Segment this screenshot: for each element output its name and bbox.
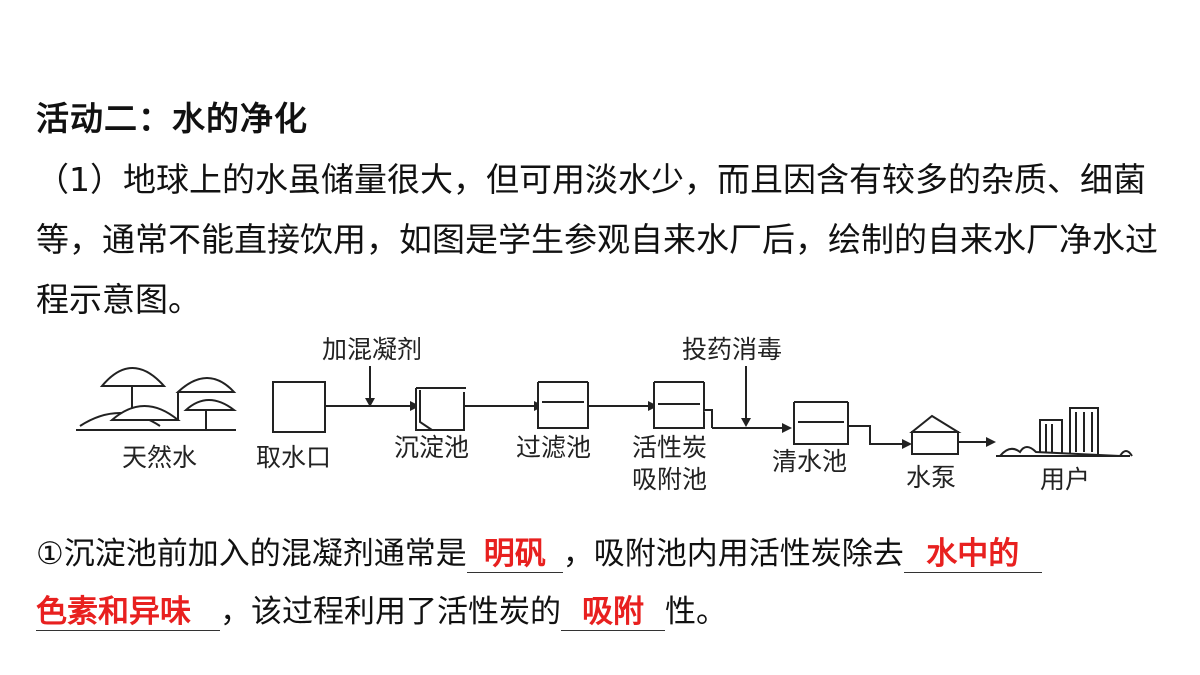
question-text-3: ，该过程利用了活性炭的 [220,594,561,630]
label-disinfect: 投药消毒 [682,335,782,364]
pump-icon [909,414,962,455]
answer-blank-3[interactable]: 吸附 [561,594,665,631]
user-buildings-icon [996,407,1133,458]
intake-box [272,381,326,433]
answer-2b: 色素和异味 [36,594,191,630]
answer-blank-2a[interactable]: 水中的 [903,536,1042,573]
label-clear-water: 清水池 [772,447,847,476]
natural-water-illustration [76,367,237,431]
label-adsorption-tank: 吸附池 [632,465,707,494]
answer-blank-2b[interactable]: 色素和异味 [36,594,220,631]
question-line-1: ①沉淀池前加入的混凝剂通常是明矾 ，吸附池内用活性炭除去水中的 [36,528,1176,573]
answer-blank-1[interactable]: 明矾 [466,536,563,573]
sedimentation-tank [415,387,466,431]
label-natural-water: 天然水 [122,443,197,472]
intro-paragraph: （1）地球上的水虽储量很大，但可用淡水少，而且因含有较多的杂质、细菌等，通常不能… [36,160,1158,319]
question-line-2: 色素和异味 ，该过程利用了活性炭的吸附性。 [36,586,1176,631]
clear-water-tank [793,401,849,445]
purification-diagram: 天然水 取水口 加混凝剂 沉淀池 过滤池 活性炭 吸附池 投药消毒 [76,335,1133,494]
label-filtration: 过滤池 [516,433,591,462]
question-text-2: ，吸附池内用活性炭除去 [562,536,904,572]
label-carbon: 活性炭 [632,433,707,462]
adsorption-tank [653,381,713,429]
answer-2a: 水中的 [926,536,1020,572]
activity-title: 活动二：水的净化 [36,99,308,138]
question-text-1: ①沉淀池前加入的混凝剂通常是 [36,536,467,572]
label-add-coagulant: 加混凝剂 [322,335,422,364]
filtration-tank [537,381,589,429]
label-sedimentation: 沉淀池 [394,433,469,462]
label-users: 用户 [1040,465,1090,494]
label-pump: 水泵 [906,463,956,492]
answer-1: 明矾 [483,536,546,572]
answer-3: 吸附 [582,594,644,630]
label-intake: 取水口 [256,443,331,472]
question-text-4: 性。 [665,594,727,630]
